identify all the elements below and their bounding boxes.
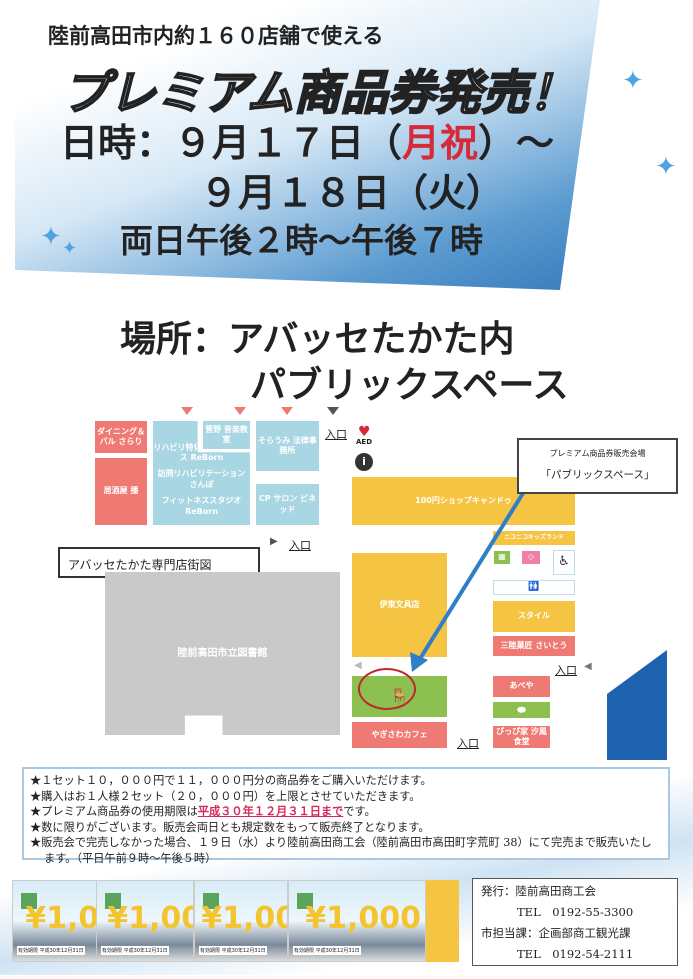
entrance-label: 入口 bbox=[555, 664, 577, 677]
note-item: ★販売会で完売しなかった場合、１９日（水）より陸前高田商工会（陸前高田市高田町字… bbox=[30, 836, 652, 865]
entrance-arrow-icon: ▶ bbox=[270, 536, 278, 547]
entrance-marker bbox=[281, 407, 293, 415]
ticket-expiry: 有効期限 平成30年12月31日 bbox=[293, 946, 361, 955]
tag-icon: ◇ bbox=[522, 551, 540, 564]
entrance-marker bbox=[327, 407, 339, 415]
shop-100yen: 100円ショップキャンドゥ bbox=[352, 477, 575, 525]
sparkle-icon: ✦ bbox=[62, 238, 78, 259]
ticket-value: ¥1,000 bbox=[201, 901, 287, 936]
shop-visit: 訪問リハビリテーション さんぽ bbox=[157, 469, 246, 489]
library: 陸前高田市立図書館 bbox=[105, 572, 340, 735]
ticket-value: ¥1,000 bbox=[25, 901, 101, 936]
locker-icon: ▦ bbox=[494, 551, 510, 564]
note-item: ★数に限りがございます。販売会両日とも規定数をもって販売終了となります。 bbox=[30, 820, 430, 834]
notes-box: ★１セット１０，０００円で１１，０００円分の商品券をご購入いただけます。 ★購入… bbox=[22, 767, 670, 865]
expiry-prefix: ★プレミアム商品券の使用期限は bbox=[30, 805, 198, 818]
note-item-expiry: ★プレミアム商品券の使用期限は平成３０年１２月３１日までです。 bbox=[30, 804, 662, 820]
entrance-label: 入口 bbox=[457, 737, 479, 750]
logo-icon bbox=[203, 893, 219, 909]
shop-dining: ダイニング＆バル さらり bbox=[95, 421, 147, 453]
ticket-value: ¥1,000 bbox=[107, 901, 193, 936]
holiday: 月祝 bbox=[402, 121, 479, 165]
note-item: ★１セット１０，０００円で１１，０００円分の商品券をご購入いただけます。 bbox=[30, 774, 432, 787]
datetime-label: 日時：９月１７日（ bbox=[60, 121, 403, 165]
info-icon: i bbox=[355, 453, 373, 471]
entrance-marker bbox=[234, 407, 246, 415]
shop-sanriku: 三陸菓匠 さいとう bbox=[493, 636, 575, 656]
entrance-label: 入口 bbox=[289, 539, 311, 552]
shop-fitness: フィットネススタジオ ReBorn bbox=[161, 496, 242, 516]
shop-izakaya: 居酒屋 播 bbox=[95, 458, 147, 525]
datetime-end: ）～ bbox=[478, 121, 555, 165]
callout-line1: プレミアム商品券販売会場 bbox=[549, 449, 646, 458]
shop-kanno: 菅野 音楽教室 bbox=[203, 421, 250, 449]
aed-label: AED bbox=[356, 438, 373, 446]
entrance-arrow-icon: ◀ bbox=[584, 661, 592, 672]
publisher-tel: TEL 0192-55-3300 bbox=[517, 905, 634, 919]
ticket-expiry: 有効期限 平成30年12月31日 bbox=[199, 946, 267, 955]
ticket-value: ¥1,000 bbox=[305, 901, 421, 936]
restroom-icon: 🚻 bbox=[493, 580, 575, 595]
shop-abeya: あべや bbox=[493, 676, 550, 697]
datetime-line1: 日時：９月１７日（月祝）～ bbox=[60, 112, 554, 167]
ticket-expiry: 有効期限 平成30年12月31日 bbox=[101, 946, 169, 955]
shop-yagisawa: やぎさわカフェ bbox=[352, 722, 447, 748]
shop-soraumi: そらうみ 法律事務所 bbox=[256, 421, 319, 471]
note-item: ★購入はお１人様２セット（２０，０００円）を上限とさせていただきます。 bbox=[30, 789, 421, 803]
entrance-arrow-icon: ◀ bbox=[354, 660, 362, 671]
logo-icon bbox=[105, 893, 121, 909]
wheelchair-icon: ♿ bbox=[553, 550, 575, 575]
contact-box: 発行：陸前高田商工会 TEL 0192-55-3300 市担当課：企画部商工観光… bbox=[472, 878, 678, 966]
restaurant-icon: ⬬ bbox=[493, 702, 550, 718]
shop-pippi: ぴっぴ家 汐風食堂 bbox=[493, 726, 550, 748]
ticket-expiry: 有効期限 平成30年12月31日 bbox=[17, 946, 85, 955]
place-line2: パブリックスペース bbox=[250, 365, 569, 406]
logo-icon bbox=[297, 893, 313, 909]
publisher: 発行：陸前高田商工会 bbox=[481, 884, 596, 898]
shop-style: スタイル bbox=[493, 601, 575, 632]
department: 市担当課：企画部商工観光課 bbox=[481, 926, 631, 940]
ticket-image: ¥1,000 有効期限 平成30年12月31日 bbox=[288, 880, 426, 962]
ticket-image: ¥1,000 有効期限 平成30年12月31日 bbox=[96, 880, 194, 962]
entrance-marker bbox=[181, 407, 193, 415]
sparkle-icon: ✦ bbox=[622, 66, 644, 96]
aed-heart-icon: ♥ bbox=[358, 424, 371, 440]
place-line1: 場所：アバッセたかた内 bbox=[120, 319, 515, 360]
callout-line2: 「パブリックスペース」 bbox=[540, 469, 655, 481]
shop-cp: CP サロン ビネッド bbox=[256, 484, 319, 525]
expiry-suffix: です。 bbox=[343, 805, 376, 818]
shop-kids: ニコニコキッズランド bbox=[493, 531, 575, 545]
ticket-image: ¥1,000 有効期限 平成30年12月31日 bbox=[194, 880, 288, 962]
ticket-stub bbox=[426, 880, 459, 962]
hours: 両日午後２時～午後７時 bbox=[120, 221, 483, 260]
entrance-label: 入口 bbox=[325, 428, 347, 441]
ticket-image: ¥1,000 有効期限 平成30年12月31日 bbox=[12, 880, 102, 962]
sparkle-icon: ✦ bbox=[655, 152, 677, 182]
datetime-line2: ９月１８日（火） bbox=[200, 171, 505, 215]
callout-box: プレミアム商品券販売会場 「パブリックスペース」 bbox=[517, 438, 678, 494]
subtitle: 陸前高田市内約１６０店舗で使える bbox=[48, 24, 384, 48]
page-title: プレミアム商品券発売！ bbox=[61, 65, 577, 122]
department-tel: TEL 0192-54-2111 bbox=[517, 947, 634, 961]
expiry-date: 平成３０年１２月３１日まで bbox=[197, 804, 344, 818]
header-background bbox=[15, 0, 600, 290]
logo-icon bbox=[21, 893, 37, 909]
highlight-circle bbox=[358, 668, 416, 710]
sparkle-icon: ✦ bbox=[40, 222, 62, 252]
